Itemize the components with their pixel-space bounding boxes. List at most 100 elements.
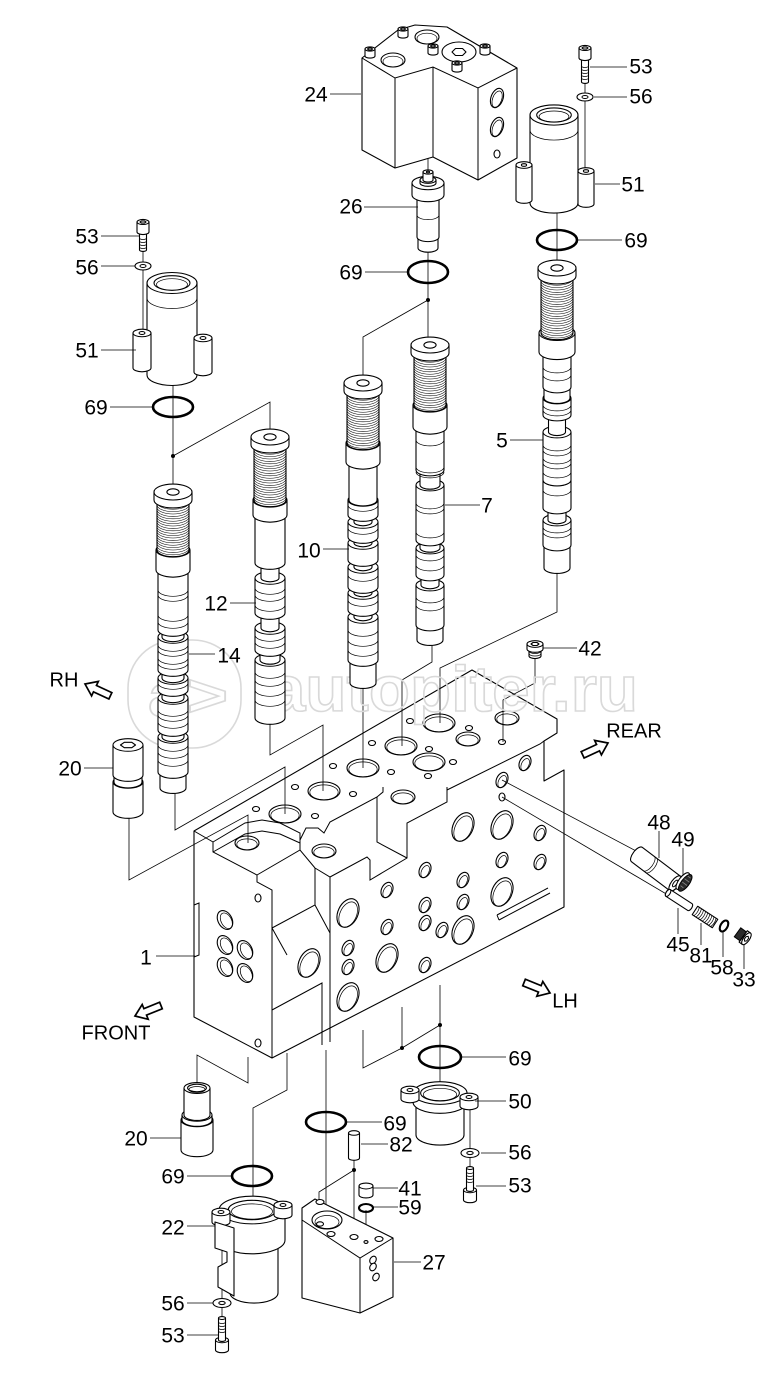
callout: 49 bbox=[671, 829, 695, 875]
spring-coil bbox=[413, 398, 447, 406]
center-hole bbox=[356, 379, 370, 387]
hole-inner bbox=[239, 965, 253, 982]
spring-coil bbox=[540, 280, 574, 288]
spring-coil bbox=[413, 403, 447, 411]
spring-coil bbox=[346, 400, 380, 408]
hole-rim bbox=[336, 898, 360, 928]
spring-coil bbox=[253, 459, 287, 467]
port-hole bbox=[418, 914, 432, 932]
groove-line bbox=[347, 504, 379, 512]
cylinder-rim bbox=[157, 636, 189, 644]
callout-number: 27 bbox=[422, 1252, 445, 1275]
groove-line bbox=[157, 657, 189, 665]
spring-coil bbox=[540, 319, 574, 327]
spring-coil bbox=[156, 504, 190, 512]
spring-coil bbox=[540, 324, 574, 332]
groove-line bbox=[415, 564, 445, 572]
cover-50 bbox=[400, 1081, 479, 1146]
callout-number: 12 bbox=[204, 593, 227, 616]
hex-socket-icon bbox=[451, 47, 467, 57]
callout-number: 22 bbox=[161, 1217, 184, 1240]
spring-coil bbox=[253, 454, 287, 462]
assembly-line bbox=[501, 779, 639, 853]
cylinder-rim bbox=[343, 382, 383, 392]
port-hole bbox=[336, 898, 360, 928]
block-outline bbox=[193, 669, 565, 1059]
spring-coil bbox=[253, 471, 287, 479]
groove-line bbox=[157, 682, 189, 690]
bore-inner bbox=[538, 110, 570, 123]
cylinder-body bbox=[132, 328, 152, 373]
spring-coil bbox=[540, 290, 574, 298]
hole-inner bbox=[382, 922, 392, 935]
callout: 69 bbox=[462, 1048, 532, 1071]
callout: 53 bbox=[476, 1175, 532, 1198]
callout: 24 bbox=[304, 84, 361, 107]
plug-42 bbox=[526, 640, 544, 660]
spring-coil bbox=[346, 431, 380, 439]
callout-number: 69 bbox=[624, 230, 647, 253]
hole-inner bbox=[338, 901, 358, 928]
groove-line bbox=[157, 759, 189, 767]
bore-rim bbox=[420, 1084, 460, 1102]
groove-line bbox=[139, 243, 147, 246]
center-hole bbox=[423, 341, 437, 349]
cylinder-rim bbox=[183, 1087, 211, 1094]
callout: 53 bbox=[75, 226, 140, 249]
port-hole bbox=[380, 881, 394, 899]
port-hole bbox=[367, 739, 377, 747]
direction-lh: LH bbox=[521, 978, 578, 1013]
cylinder-rim bbox=[526, 643, 544, 648]
spring-coil bbox=[253, 495, 287, 503]
port-hole bbox=[236, 963, 254, 983]
junction-dot bbox=[171, 454, 175, 458]
spring-coil bbox=[540, 309, 574, 317]
junction-dot bbox=[400, 1046, 404, 1050]
spring-coil bbox=[253, 488, 287, 496]
callout-number: 51 bbox=[75, 340, 98, 363]
hole-inner bbox=[219, 937, 233, 954]
hole-rim bbox=[405, 717, 415, 725]
center-hole bbox=[166, 488, 180, 496]
spring-coil bbox=[346, 407, 380, 415]
cylinder-rim bbox=[181, 1114, 213, 1122]
port-hole bbox=[380, 918, 394, 936]
spring-coil bbox=[346, 395, 380, 403]
hole-rim bbox=[455, 731, 481, 747]
groove-line bbox=[254, 587, 286, 595]
callout: 53 bbox=[590, 56, 653, 79]
spring-coil bbox=[156, 526, 190, 534]
spring-coil bbox=[156, 519, 190, 527]
port-hole bbox=[418, 896, 432, 914]
groove-line bbox=[218, 1330, 226, 1333]
hole-inner bbox=[338, 985, 358, 1012]
hole-rim bbox=[497, 738, 507, 746]
hole-inner bbox=[309, 784, 339, 801]
hole-rim bbox=[297, 948, 321, 978]
side-port-small bbox=[493, 149, 501, 159]
groove-line bbox=[542, 366, 572, 374]
spring-coil bbox=[540, 292, 574, 300]
spring-coil bbox=[346, 405, 380, 413]
assembly-line bbox=[362, 1024, 441, 1069]
center-hole bbox=[217, 1209, 225, 1215]
hex-socket-icon bbox=[530, 641, 540, 647]
o-ring-58 bbox=[718, 919, 730, 933]
cylinder-body bbox=[400, 1085, 420, 1104]
spring-coil bbox=[413, 362, 447, 370]
groove-line bbox=[157, 594, 189, 602]
port-hole bbox=[386, 768, 396, 776]
arrow-up-left-icon bbox=[83, 680, 113, 701]
callout-number: 56 bbox=[75, 257, 98, 280]
callout: 26 bbox=[339, 196, 418, 219]
cylinder-rim bbox=[347, 566, 379, 574]
hex-socket-icon bbox=[743, 935, 750, 942]
callout: 58 bbox=[710, 932, 734, 980]
spring-coil bbox=[413, 389, 447, 397]
assembly-line bbox=[439, 568, 558, 723]
spring-coil bbox=[540, 288, 574, 296]
spring-coil bbox=[540, 300, 574, 308]
pin-82 bbox=[347, 1130, 361, 1161]
groove-line bbox=[415, 554, 445, 562]
spring-coil bbox=[253, 493, 287, 501]
